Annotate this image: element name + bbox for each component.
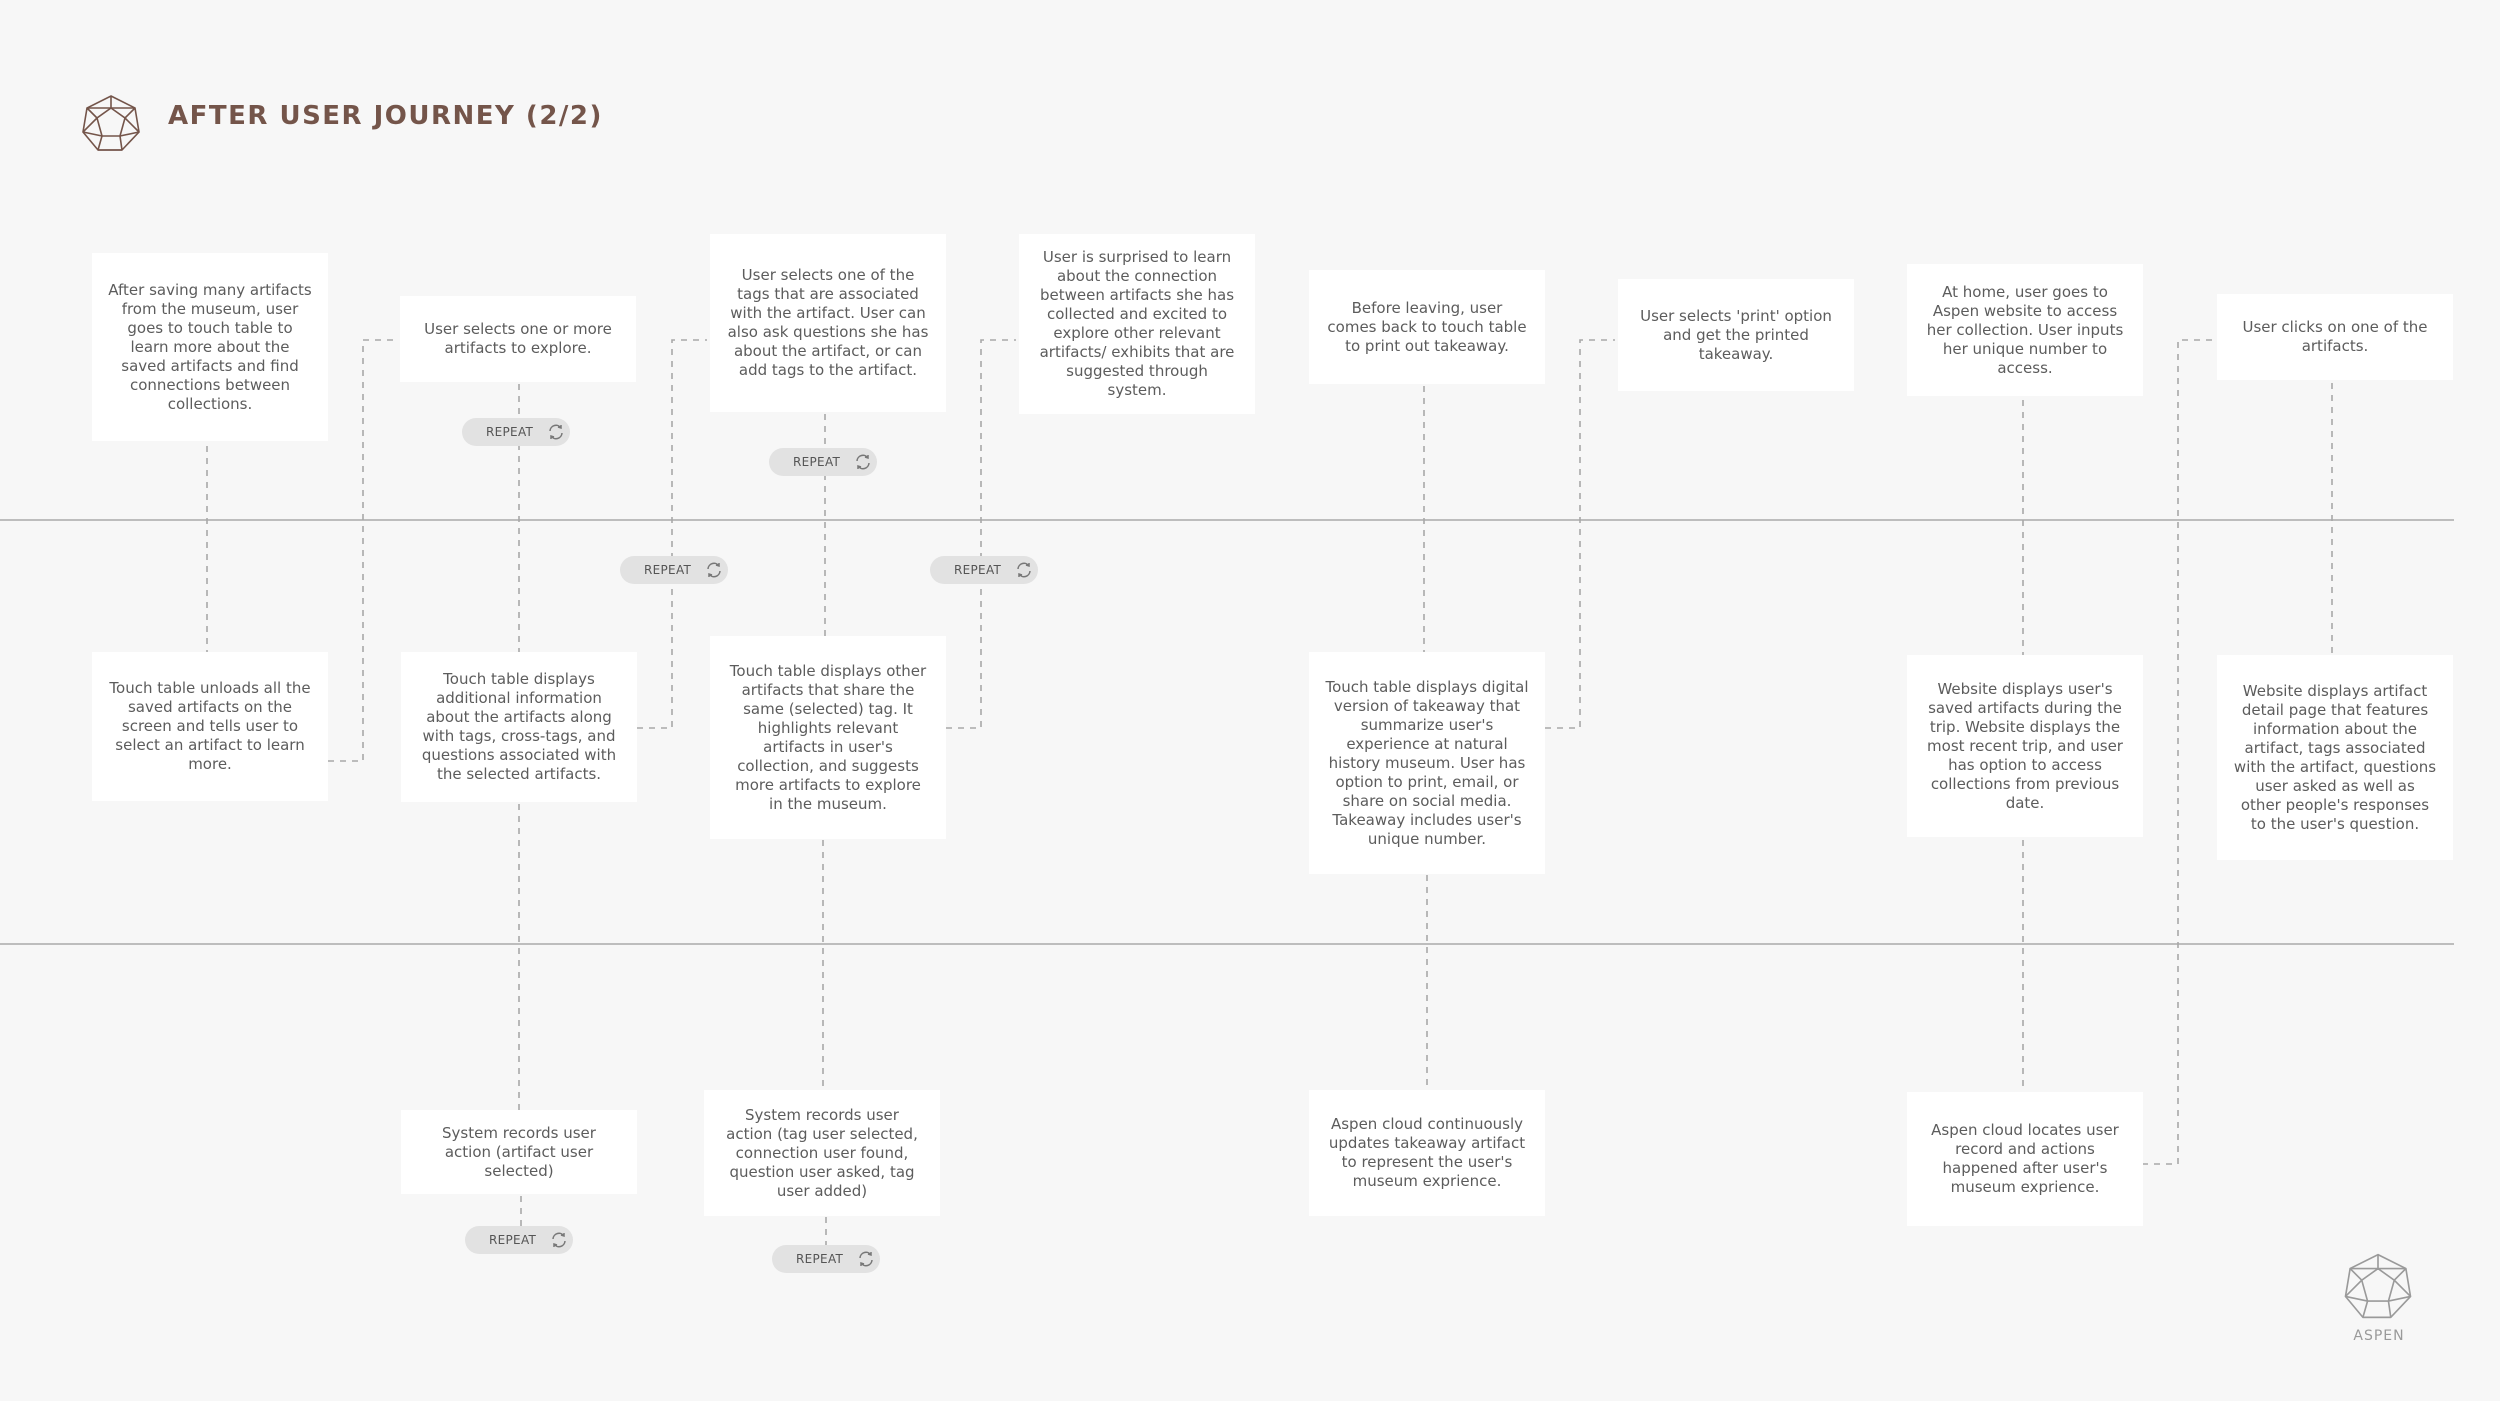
journey-card-select-tags: User selects one of the tags that are as… [710,234,946,412]
connector-c12-c6 [1545,339,1615,729]
journey-card-website-saved: Website displays user's saved artifacts … [1907,655,2143,837]
repeat-icon [856,454,870,470]
aspen-logo-icon [82,95,140,151]
journey-card-record-artifact: System records user action (artifact use… [401,1110,637,1194]
repeat-icon [707,562,721,578]
journey-card-select-artifacts: User selects one or more artifacts to ex… [400,296,636,382]
page-title: AFTER USER JOURNEY (2/2) [168,101,603,131]
repeat-button[interactable]: REPEAT [465,1226,573,1254]
journey-card-artifact-detail: Website displays artifact detail page th… [2217,655,2453,860]
lane-divider-2 [0,943,2454,945]
journey-card-click-artifact: User clicks on one of the artifacts. [2217,294,2453,380]
repeat-icon [859,1251,873,1267]
journey-card-cloud-updates: Aspen cloud continuously updates takeawa… [1309,1090,1545,1216]
connector-c10-c3 [637,339,707,729]
journey-card-record-tags: System records user action (tag user sel… [704,1090,940,1216]
repeat-button[interactable]: REPEAT [930,556,1038,584]
repeat-button[interactable]: REPEAT [772,1245,880,1273]
repeat-button[interactable]: REPEAT [462,418,570,446]
aspen-brand-logo-icon [2344,1253,2412,1319]
repeat-icon [552,1232,566,1248]
journey-card-home-website: At home, user goes to Aspen website to a… [1907,264,2143,396]
repeat-button[interactable]: REPEAT [620,556,728,584]
connector-c11-c4 [946,339,1016,729]
journey-card-cloud-locates: Aspen cloud locates user record and acti… [1907,1092,2143,1226]
journey-card-touch-table-visit: After saving many artifacts from the mus… [92,253,328,441]
connector-c9-c2 [328,339,398,762]
journey-card-print-takeaway: Before leaving, user comes back to touch… [1309,270,1545,384]
journey-card-select-print: User selects 'print' option and get the … [1618,279,1854,391]
repeat-button[interactable]: REPEAT [769,448,877,476]
journey-card-surprised-connection: User is surprised to learn about the con… [1019,234,1255,414]
repeat-icon [1017,562,1031,578]
journey-card-additional-info: Touch table displays additional informat… [401,652,637,802]
journey-card-unload-artifacts: Touch table unloads all the saved artifa… [92,652,328,801]
journey-card-digital-takeaway: Touch table displays digital version of … [1309,652,1545,874]
lane-divider-1 [0,519,2454,521]
repeat-icon [549,424,563,440]
journey-card-shared-tag-artifacts: Touch table displays other artifacts tha… [710,636,946,839]
brand-name: ASPEN [2353,1328,2405,1344]
connector-c18-c8 [2142,339,2214,1165]
